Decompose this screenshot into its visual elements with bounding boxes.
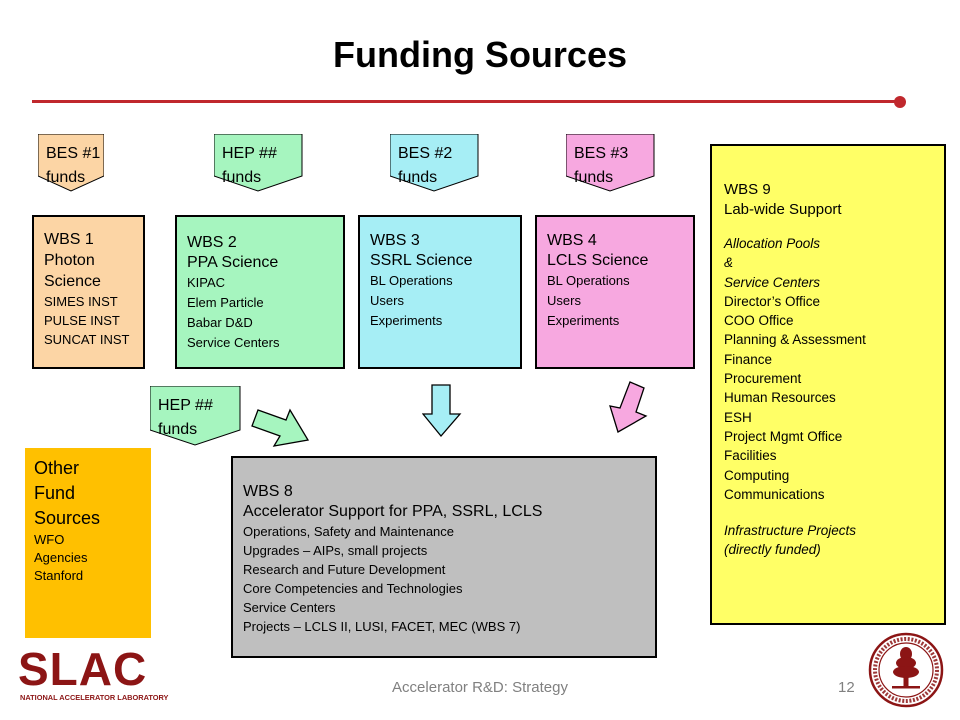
wbs9-italic-item: Service Centers [724,274,821,290]
wbs2-item: KIPAC [187,275,226,290]
wbs2-item: Elem Particle [187,295,264,310]
wbs3-line: WBS 3 [370,232,420,249]
wbs8-item: Service Centers [243,600,336,615]
wbs8-item: Research and Future Development [243,562,446,577]
tag-label: funds [46,169,86,186]
wbs4-line: WBS 4 [547,232,597,249]
wbs3-item: Users [370,293,404,308]
tag-label: BES #1 [46,145,101,162]
arrow-down-icon [422,384,462,438]
wbs9-line: Lab-wide Support [724,201,842,218]
wbs9-item: Planning & Assessment [724,332,866,348]
wbs3-item: BL Operations [370,273,453,288]
wbs8-item: Projects – LCLS II, LUSI, FACET, MEC (WB… [243,619,521,634]
wbs2-item: Service Centers [187,335,280,350]
wbs9-item: Procurement [724,371,802,387]
tag-label: HEP ## [222,145,277,162]
tag-label: funds [158,421,198,438]
stanford-seal-icon [868,632,944,708]
wbs9-item: Human Resources [724,390,836,406]
title-rule [32,100,900,103]
tag-label: funds [222,169,262,186]
arrow-right-icon [251,408,310,447]
wbs8-line: WBS 8 [243,483,293,500]
other-item: WFO [34,532,65,547]
wbs9-item: Facilities [724,448,777,464]
tag-bes2-funds: BES #2 funds [390,134,479,192]
wbs3-box: WBS 3 SSRL Science BL Operations Users E… [358,215,522,369]
wbs9-item: ESH [724,409,752,425]
tag-hep-funds: HEP ## funds [214,134,303,192]
wbs4-line: LCLS Science [547,252,649,269]
tag-label: funds [574,169,614,186]
other-line: Fund [34,483,76,503]
other-item: Agencies [34,550,88,565]
wbs8-item: Upgrades – AIPs, small projects [243,543,428,558]
tag-label: BES #2 [398,145,453,162]
wbs9-footer-item: (directly funded) [724,542,821,558]
wbs9-item: Director’s Office [724,293,821,309]
wbs1-line: Science [44,273,101,290]
wbs8-line: Accelerator Support for PPA, SSRL, LCLS [243,503,543,520]
wbs2-item: Babar D&D [187,315,253,330]
wbs4-item: BL Operations [547,273,630,288]
wbs9-item: Finance [724,351,773,367]
other-line: Sources [34,508,101,528]
wbs1-item: SUNCAT INST [44,332,130,347]
wbs9-item: Computing [724,467,790,483]
wbs1-item: SIMES INST [44,294,118,309]
title-rule-dot [894,96,906,108]
wbs1-box: WBS 1 Photon Science SIMES INST PULSE IN… [32,215,145,369]
wbs4-item: Users [547,293,581,308]
wbs9-box: WBS 9 Lab-wide Support Allocation Pools … [710,144,946,625]
wbs9-italic-item: & [724,255,734,271]
slide-title: Funding Sources [332,34,627,75]
wbs8-item: Operations, Safety and Maintenance [243,524,455,539]
wbs2-box: WBS 2 PPA Science KIPAC Elem Particle Ba… [175,215,345,369]
tag-label: HEP ## [158,397,213,414]
slac-subtitle: NATIONAL ACCELERATOR LABORATORY [20,693,169,702]
other-line: Other [34,458,80,478]
slac-logo: SLAC NATIONAL ACCELERATOR LABORATORY [18,644,178,708]
wbs4-box: WBS 4 LCLS Science BL Operations Users E… [535,215,695,369]
slac-wordmark: SLAC [18,643,148,695]
wbs8-item: Core Competencies and Technologies [243,581,463,596]
wbs8-box: WBS 8 Accelerator Support for PPA, SSRL,… [231,456,657,658]
arrow-down-icon [609,381,648,433]
other-item: Stanford [34,568,84,583]
tag-hep-funds-2: HEP ## funds [150,386,241,446]
wbs3-item: Experiments [370,313,443,328]
wbs1-line: WBS 1 [44,231,94,248]
other-fund-sources-box: Other Fund Sources WFO Agencies Stanford [25,448,151,638]
wbs1-line: Photon [44,252,95,269]
tag-label: funds [398,169,438,186]
wbs9-item: Project Mgmt Office [724,428,843,444]
wbs9-line: WBS 9 [724,181,771,198]
page-number: 12 [838,679,855,696]
wbs9-footer-item: Infrastructure Projects [724,523,857,539]
wbs2-line: PPA Science [187,254,279,271]
wbs9-item: Communications [724,486,825,502]
wbs9-item: COO Office [724,313,794,329]
wbs3-line: SSRL Science [370,252,473,269]
tag-bes3-funds: BES #3 funds [566,134,655,192]
tag-label: BES #3 [574,145,629,162]
tag-bes1-funds: BES #1 funds [38,134,104,192]
wbs1-item: PULSE INST [44,313,120,328]
wbs4-item: Experiments [547,313,620,328]
wbs2-line: WBS 2 [187,234,237,251]
slide-footer: Accelerator R&D: Strategy [392,679,568,696]
wbs9-italic-item: Allocation Pools [724,236,821,251]
